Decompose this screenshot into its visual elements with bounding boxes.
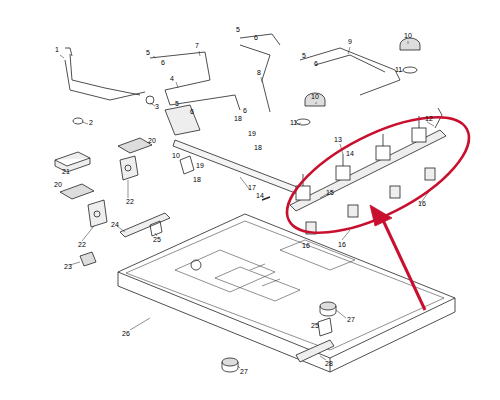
callout-number: 15 — [326, 189, 334, 197]
callout-number: 10 — [404, 32, 412, 40]
callout-number: 20 — [54, 181, 62, 189]
callout-number: 25 — [311, 322, 319, 330]
callout-number: 13 — [334, 136, 342, 144]
callout-number: 19 — [196, 162, 204, 170]
callout-number: 4 — [170, 75, 174, 83]
callout-number: 7 — [195, 42, 199, 50]
callout-number: 6 — [314, 60, 318, 68]
callout-number: 22 — [78, 241, 86, 249]
callout-number: 16 — [302, 242, 310, 250]
callout-number: 6 — [190, 108, 194, 116]
callout-number: 21 — [62, 168, 70, 176]
callout-number: 12 — [425, 115, 433, 123]
callout-number: 10 — [172, 152, 180, 160]
callout-number: 25 — [153, 236, 161, 244]
callout-number: 8 — [257, 69, 261, 77]
callout-number: 14 — [346, 150, 354, 158]
callout-number: 5 — [302, 52, 306, 60]
callout-number: 26 — [122, 330, 130, 338]
callout-number: 16 — [418, 200, 426, 208]
callout-number: 27 — [347, 316, 355, 324]
callout-number: 17 — [248, 184, 256, 192]
callout-number: 16 — [338, 241, 346, 249]
callout-number: 9 — [348, 38, 352, 46]
callout-number: 18 — [234, 115, 242, 123]
callout-number: 5 — [146, 49, 150, 57]
callout-number: 27 — [240, 368, 248, 376]
callout-number: 28 — [325, 360, 333, 368]
callout-number: 5 — [175, 100, 179, 108]
callout-number: 22 — [126, 198, 134, 206]
callout-number: 5 — [236, 26, 240, 34]
callout-number: 10 — [311, 93, 319, 101]
callout-number: 11 — [290, 119, 297, 127]
callout-number: 6 — [161, 59, 165, 67]
callout-number: 24 — [111, 221, 119, 229]
callout-number: 20 — [148, 137, 156, 145]
callout-number: 14 — [256, 192, 264, 200]
callout-number: 2 — [89, 119, 93, 127]
callout-number: 6 — [243, 107, 247, 115]
callout-number: 6 — [254, 34, 258, 42]
callout-number: 19 — [248, 130, 256, 138]
callout-number: 18 — [193, 176, 201, 184]
callout-number: 23 — [64, 263, 72, 271]
callout-number: 18 — [254, 144, 262, 152]
callout-number: 11 — [395, 66, 402, 74]
callout-number: 1 — [55, 46, 59, 54]
callout-number: 3 — [155, 103, 159, 111]
